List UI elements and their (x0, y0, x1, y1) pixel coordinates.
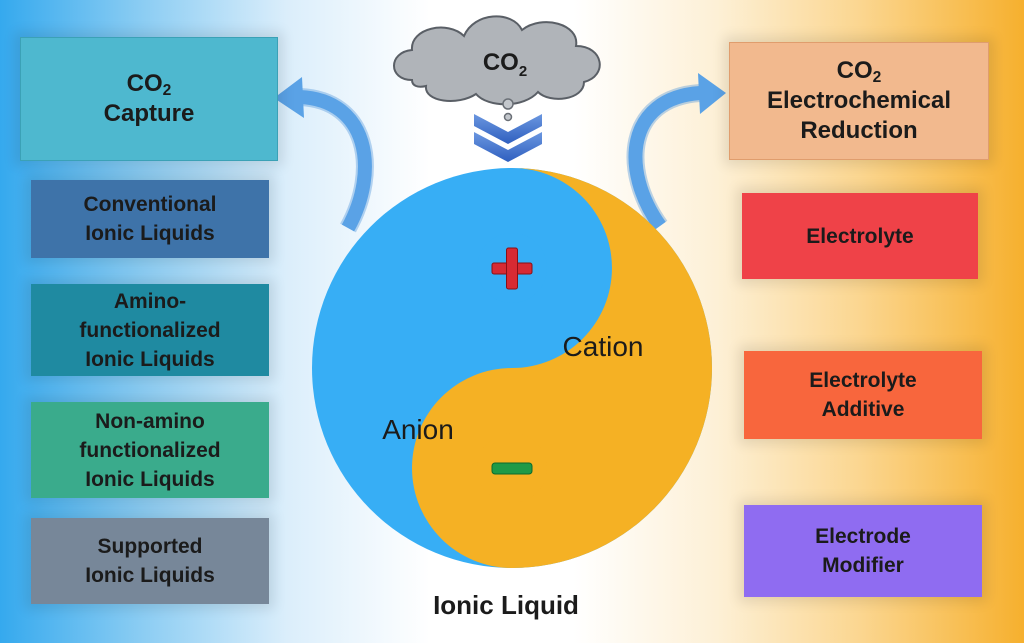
cation-label: Cation (563, 331, 644, 362)
electrolyte-box: Electrolyte (742, 193, 978, 279)
item-line: Ionic Liquids (85, 467, 215, 491)
capture-line-1: CO2 (126, 70, 172, 99)
item-line: Ionic Liquids (85, 347, 215, 371)
item-line: Electrode (815, 525, 911, 548)
bubble-large (502, 98, 514, 110)
co2-reduction-box: CO2 Electrochemical Reduction (729, 42, 989, 160)
co2-capture-box: CO2 Capture (20, 37, 278, 161)
item-line: Electrolyte (806, 224, 914, 248)
yin-yang-symbol: Cation Anion (312, 168, 712, 568)
reduction-line-1: CO2 (836, 57, 882, 86)
conventional-ionic-liquids-box: Conventional Ionic Liquids (31, 180, 269, 258)
item-line: functionalized (79, 318, 221, 342)
reduction-line-3: Reduction (800, 117, 918, 144)
arrow-to-reduction-icon (626, 73, 726, 232)
double-chevron-down-icon (474, 114, 542, 162)
ionic-liquid-caption: Ionic Liquid (433, 590, 579, 620)
item-line: Modifier (822, 554, 904, 577)
cloud-shape (393, 15, 601, 106)
amino-functionalized-box: Amino- functionalized Ionic Liquids (31, 284, 269, 376)
electrode-modifier-box: Electrode Modifier (744, 505, 982, 597)
item-line: functionalized (79, 438, 221, 462)
electrolyte-additive-box: Electrolyte Additive (744, 351, 982, 439)
cloud-label: CO2 (483, 49, 527, 80)
co2-cloud: CO2 (393, 15, 601, 106)
item-line: Non-amino (95, 409, 205, 433)
item-line: Electrolyte (809, 369, 917, 392)
item-line: Supported (97, 535, 203, 558)
capture-line-2: Capture (103, 100, 195, 127)
item-line: Ionic Liquids (85, 222, 215, 245)
item-line: Conventional (83, 193, 217, 216)
bubble-small (503, 112, 513, 122)
reduction-line-2: Electrochemical (766, 87, 952, 114)
anion-label: Anion (382, 414, 454, 445)
non-amino-functionalized-box: Non-amino functionalized Ionic Liquids (31, 402, 269, 498)
arrow-to-capture-icon (274, 77, 374, 233)
item-line: Ionic Liquids (85, 564, 215, 587)
item-line: Additive (821, 398, 905, 421)
plus-icon (491, 247, 533, 290)
supported-ionic-liquids-box: Supported Ionic Liquids (31, 518, 269, 604)
minus-icon (491, 462, 533, 475)
item-line: Amino- (113, 289, 187, 313)
